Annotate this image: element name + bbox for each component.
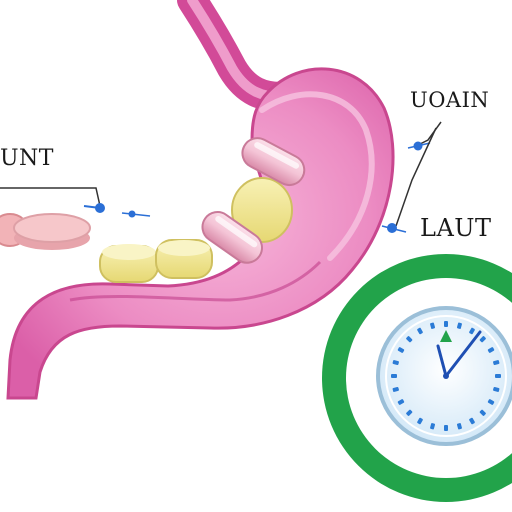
clock-tick — [444, 425, 448, 431]
clock-tick — [406, 336, 413, 343]
pointer-tip-small — [121, 210, 151, 218]
clock-tick — [406, 409, 413, 416]
clock-tick — [430, 322, 436, 329]
tablet-icon — [155, 239, 213, 279]
clock-tick — [397, 347, 405, 353]
clock-tick — [493, 360, 500, 366]
clock-tick — [469, 417, 475, 425]
clock-tick — [417, 327, 423, 335]
clock-tick-marks — [391, 321, 501, 431]
clock-tick — [487, 347, 495, 353]
clock-tick — [456, 322, 462, 329]
pointer-tip-right — [381, 223, 407, 233]
clock-tick — [397, 399, 405, 405]
clock-tick — [392, 386, 399, 392]
clock-hand-minute — [444, 330, 482, 378]
clock-tick — [456, 423, 462, 430]
label-left: UNT — [0, 146, 54, 171]
clock-tick — [479, 409, 486, 416]
tablet-icon — [231, 177, 293, 243]
clock-tick — [430, 423, 436, 430]
stomach-inner-fold — [259, 91, 375, 261]
capsule-icon — [241, 137, 306, 187]
clock-tick — [469, 327, 475, 335]
pointer-tip-top-right — [407, 141, 431, 151]
pill-icon — [13, 213, 91, 250]
pointer-tip-left — [83, 203, 105, 213]
clock-tick — [479, 336, 486, 343]
clock-tick — [493, 386, 500, 392]
clock-tick — [495, 374, 501, 378]
pointer-line-right — [395, 127, 437, 227]
capsule-icon — [201, 211, 263, 264]
clock-tick — [417, 417, 423, 425]
label-top-right: UOAIN — [410, 88, 490, 112]
label-right: LAUT — [420, 214, 492, 242]
stomach-lower-fold — [69, 260, 322, 302]
clock-hand-hour — [436, 344, 448, 378]
clock-tick — [444, 321, 448, 327]
tablet-icon — [99, 244, 159, 283]
clock-tick — [391, 374, 397, 378]
clock-icon — [322, 254, 512, 502]
clock-tick — [487, 399, 495, 405]
clock-tick — [392, 360, 399, 366]
pointer-line-left — [0, 187, 101, 207]
clock-marker-12 — [440, 330, 452, 342]
